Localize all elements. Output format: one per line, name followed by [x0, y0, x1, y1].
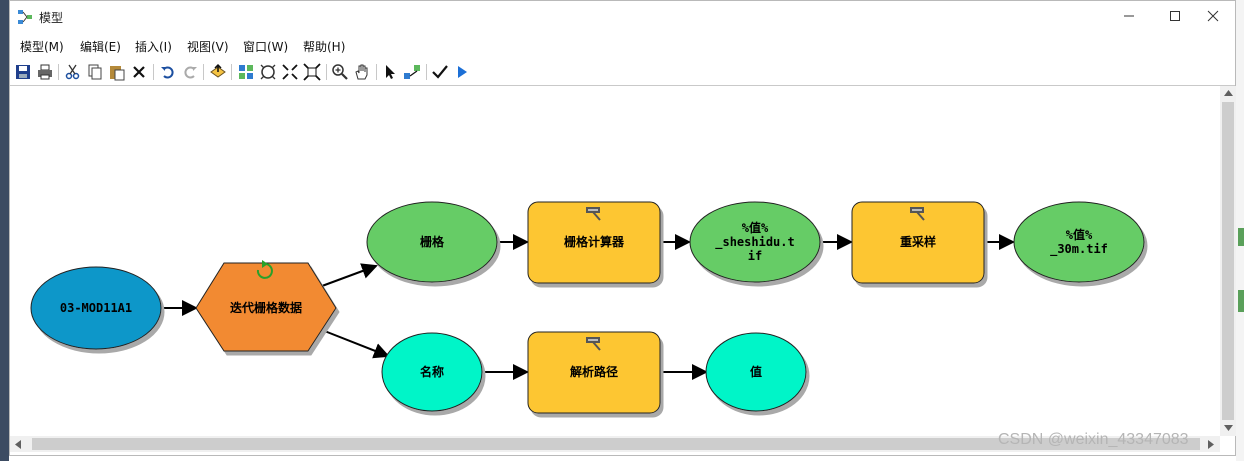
print-icon[interactable]: [36, 63, 54, 81]
undo-icon[interactable]: [159, 63, 177, 81]
select-icon[interactable]: [381, 63, 399, 81]
auto-layout-icon[interactable]: [237, 63, 255, 81]
iterator-label: 迭代栅格数据: [230, 300, 302, 315]
menu-insert[interactable]: 插入(I): [135, 40, 172, 54]
minimize-button[interactable]: [1106, 1, 1152, 31]
model-builder-icon: [18, 10, 32, 24]
paste-icon[interactable]: [108, 63, 126, 81]
menu-window[interactable]: 窗口(W): [243, 40, 289, 54]
parse-path-node[interactable]: [527, 331, 661, 414]
window-title: 模型: [39, 11, 64, 25]
watermark: CSDN @weixin_43347083: [998, 431, 1189, 448]
iterator-node[interactable]: [195, 262, 337, 352]
value-label: 值: [750, 364, 762, 379]
menu-edit[interactable]: 编辑(E): [80, 40, 121, 54]
scroll-up-icon[interactable]: [1224, 90, 1233, 96]
connect-icon[interactable]: [403, 63, 421, 81]
menu-bar: 模型(M) 编辑(E) 插入(I) 视图(V) 窗口(W) 帮助(H): [10, 35, 1235, 57]
scroll-left-icon[interactable]: [15, 440, 21, 449]
sheshidu-label-line3: if: [748, 249, 762, 263]
sheshidu-label-line1: %值%: [742, 220, 769, 235]
sheshidu-output-node[interactable]: [689, 201, 821, 283]
menu-view[interactable]: 视图(V): [187, 40, 229, 54]
scroll-down-icon[interactable]: [1224, 425, 1233, 431]
hammer-icon: [586, 207, 601, 221]
final-output-label-line2: _30m.tif: [1050, 242, 1108, 257]
vertical-scroll-thumb[interactable]: [1222, 102, 1234, 420]
close-icon: [1207, 10, 1219, 22]
model-window: 模型 模型(M) 编辑(E) 插入(I) 视图(V) 窗口(W) 帮助(H): [9, 0, 1236, 456]
value-node[interactable]: [705, 332, 807, 412]
validate-icon[interactable]: [431, 63, 449, 81]
copy-icon[interactable]: [86, 63, 104, 81]
maximize-button[interactable]: [1152, 1, 1198, 31]
name-label: 名称: [420, 364, 444, 379]
pan-icon[interactable]: [353, 63, 371, 81]
parse-path-label: 解析路径: [570, 364, 618, 379]
raster-calculator-node[interactable]: [527, 201, 661, 284]
desktop-background-right: [1236, 0, 1244, 461]
fixed-zoom-out-icon[interactable]: [303, 63, 321, 81]
menu-help[interactable]: 帮助(H): [303, 40, 346, 54]
final-output-label-line1: %值%: [1066, 227, 1093, 242]
name-node[interactable]: [381, 332, 483, 412]
final-output-node[interactable]: [1013, 201, 1145, 283]
sheshidu-label-line2: _sheshidu.t: [715, 235, 794, 250]
run-icon[interactable]: [453, 63, 471, 81]
input-data-node[interactable]: [30, 266, 162, 350]
toolbar: [10, 59, 1235, 86]
raster-node[interactable]: [366, 201, 498, 283]
hammer-icon: [910, 207, 925, 221]
title-bar: 模型: [10, 1, 1235, 33]
delete-icon[interactable]: [130, 63, 148, 81]
resample-node[interactable]: [851, 201, 985, 284]
iterator-loop-icon: [256, 263, 273, 279]
add-data-icon[interactable]: [209, 63, 227, 81]
cut-icon[interactable]: [64, 63, 82, 81]
minimize-icon: [1124, 15, 1134, 17]
scroll-right-icon[interactable]: [1208, 440, 1214, 449]
close-button[interactable]: [1190, 1, 1236, 31]
desktop-background-left: [0, 0, 9, 461]
maximize-icon: [1170, 11, 1180, 21]
horizontal-scroll-thumb[interactable]: [32, 438, 1200, 450]
input-data-label: 03-MOD11A1: [60, 301, 132, 315]
hammer-icon: [586, 337, 601, 351]
raster-calculator-label: 栅格计算器: [564, 234, 625, 249]
connector-iterator-name: [321, 329, 390, 359]
zoom-in-icon[interactable]: [331, 63, 349, 81]
redo-icon[interactable]: [181, 63, 199, 81]
menu-model[interactable]: 模型(M): [20, 40, 64, 54]
connector-iterator-raster: [321, 263, 378, 287]
full-extent-icon[interactable]: [259, 63, 277, 81]
raster-label: 栅格: [420, 234, 445, 249]
save-icon[interactable]: [14, 63, 32, 81]
model-diagram: 03-MOD11A1 迭代栅格数据 栅格 栅格计算器 %值% _sheshidu…: [30, 201, 1145, 414]
resample-label: 重采样: [900, 234, 936, 249]
fixed-zoom-in-icon[interactable]: [281, 63, 299, 81]
model-canvas[interactable]: 03-MOD11A1 迭代栅格数据 栅格 栅格计算器 %值% _sheshidu…: [10, 86, 1220, 436]
